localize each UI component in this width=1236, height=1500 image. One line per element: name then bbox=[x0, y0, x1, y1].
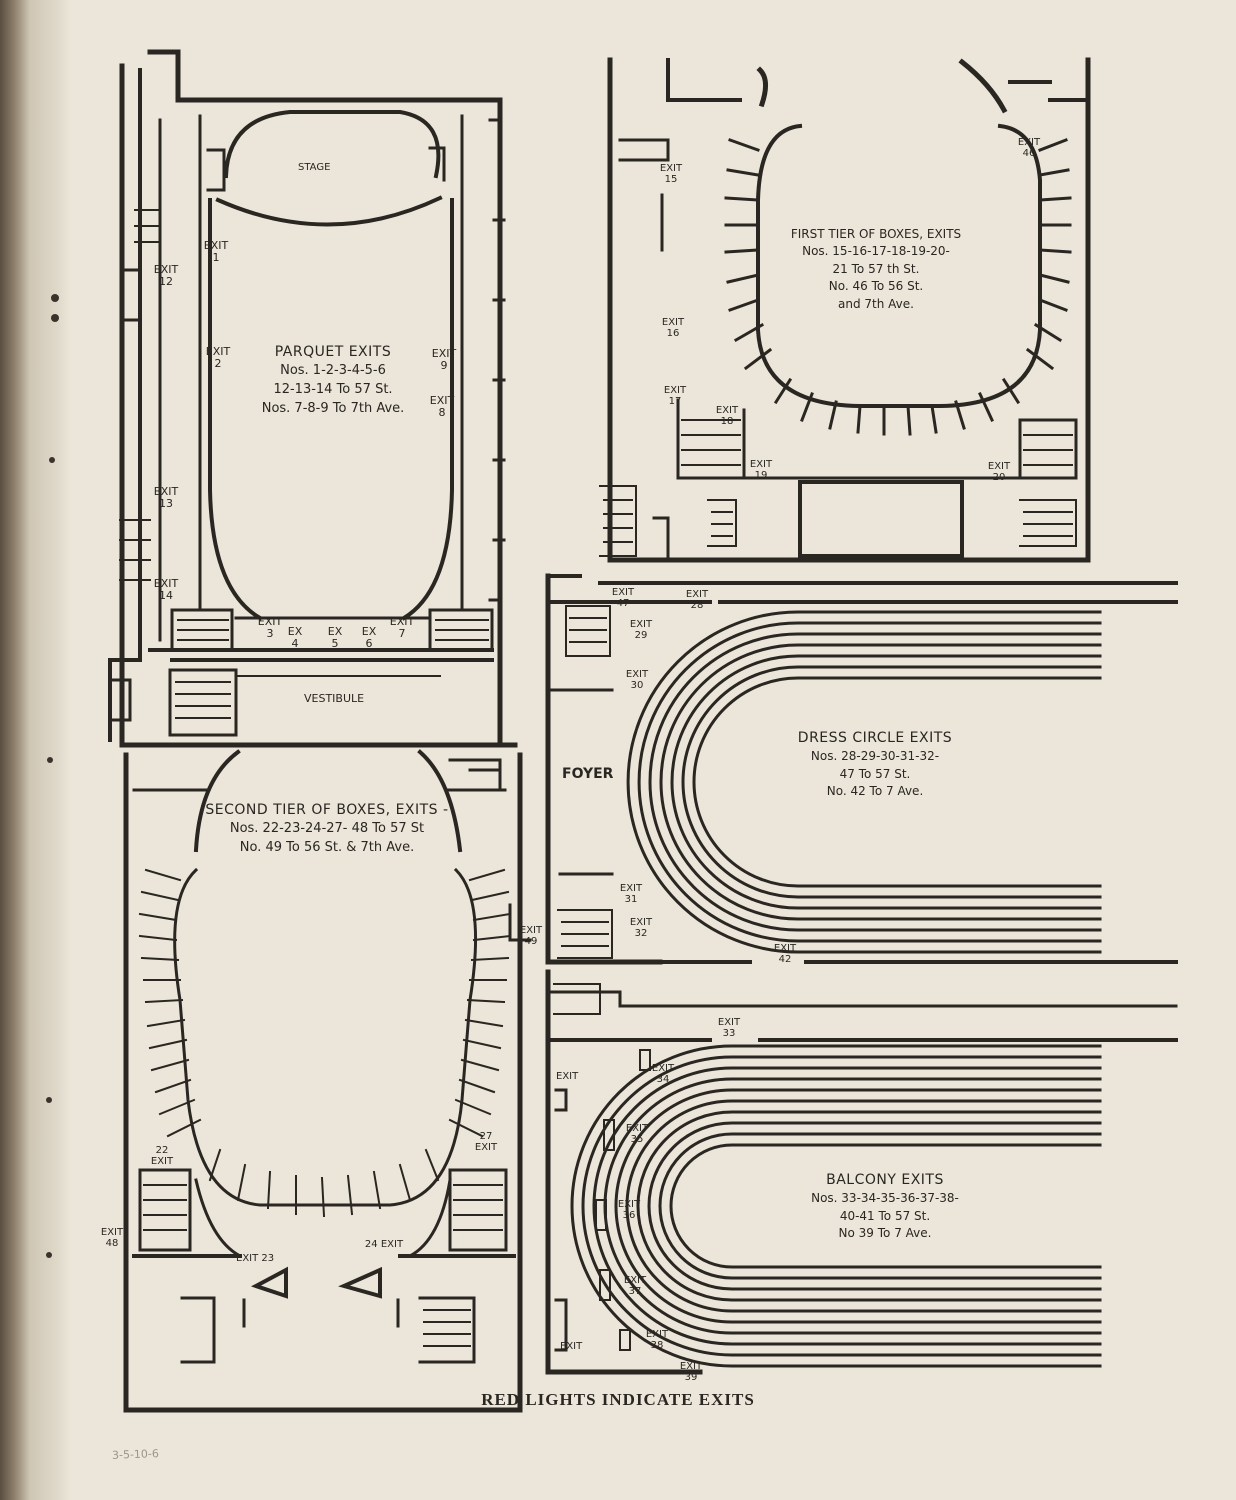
dress-circle-line-3: No. 42 To 7 Ave. bbox=[826, 784, 924, 799]
balcony-line-3: No 39 To 7 Ave. bbox=[838, 1226, 932, 1241]
seat-row bbox=[670, 654, 1102, 910]
exit-18: EXIT 18 bbox=[715, 405, 739, 427]
exit-2: EXIT 2 bbox=[205, 345, 231, 370]
seat-row bbox=[636, 1110, 1102, 1302]
first-tier-line-2: 21 To 57 th St. bbox=[832, 261, 920, 276]
seat-row bbox=[626, 610, 1102, 954]
seat-row bbox=[658, 1132, 1102, 1280]
first-tier-plan bbox=[599, 57, 1091, 563]
first-tier-line-3: No. 46 To 56 St. bbox=[828, 279, 924, 294]
exit-39: EXIT 39 bbox=[679, 1361, 703, 1383]
exit-28: EXIT 28 bbox=[685, 589, 709, 611]
exit-22: 22 EXIT bbox=[150, 1145, 174, 1167]
exit-47: EXIT 47 bbox=[611, 587, 635, 609]
parquet-exits-title: PARQUET EXITS bbox=[274, 344, 392, 360]
exit-46: EXIT 46 bbox=[1017, 137, 1041, 159]
second-tier-title: SECOND TIER OF BOXES, EXITS - bbox=[205, 802, 449, 818]
exit-16: EXIT 16 bbox=[661, 317, 685, 339]
dress-circle-line-2: 47 To 57 St. bbox=[839, 766, 911, 781]
second-tier-plan bbox=[123, 749, 532, 1413]
seat-row bbox=[659, 643, 1102, 921]
second-tier-line-1: Nos. 22-23-24-27- 48 To 57 St bbox=[229, 821, 425, 837]
dress-circle-seat-rows bbox=[626, 610, 1102, 954]
exit-48: EXIT 48 bbox=[100, 1227, 124, 1249]
seat-row bbox=[625, 1099, 1102, 1313]
parquet-line-1: Nos. 1-2-3-4-5-6 bbox=[280, 363, 386, 379]
exit-19: EXIT 19 bbox=[749, 459, 773, 481]
balcony-line-2: 40-41 To 57 St. bbox=[839, 1208, 931, 1223]
seat-row bbox=[603, 1077, 1102, 1335]
exit-3: EXIT 3 bbox=[257, 615, 283, 640]
footer-caption: RED LIGHTS INDICATE EXITS bbox=[481, 1390, 755, 1409]
exit-13: EXIT 13 bbox=[153, 485, 179, 510]
exit-7: EXIT 7 bbox=[389, 615, 415, 640]
exit-20: EXIT 20 bbox=[987, 461, 1011, 483]
exit-12: EXIT 12 bbox=[153, 263, 179, 288]
first-tier-line-4: and 7th Ave. bbox=[838, 296, 914, 311]
exit-38: EXIT 38 bbox=[645, 1329, 669, 1351]
parquet-line-3: Nos. 7-8-9 To 7th Ave. bbox=[261, 400, 405, 416]
dress-circle-title: DRESS CIRCLE EXITS bbox=[797, 730, 953, 746]
exit-35: EXIT 35 bbox=[625, 1123, 649, 1145]
exit-4: EX 4 bbox=[287, 625, 303, 650]
exit-42: EXIT 42 bbox=[773, 943, 797, 965]
dress-circle-plan bbox=[545, 573, 1178, 965]
foyer-label: FOYER bbox=[562, 766, 614, 782]
exit-balcony-left-upper: EXIT bbox=[556, 1071, 579, 1082]
seat-row bbox=[692, 676, 1102, 888]
exit-49: EXIT 49 bbox=[519, 925, 543, 947]
seat-row bbox=[570, 1044, 1102, 1368]
stage-label: STAGE bbox=[298, 162, 331, 173]
seat-row bbox=[681, 665, 1102, 899]
seat-row bbox=[637, 621, 1102, 943]
exit-37: EXIT 37 bbox=[623, 1275, 647, 1297]
seat-row bbox=[648, 632, 1102, 932]
exit-15: EXIT 15 bbox=[659, 163, 683, 185]
exit-17: EXIT 17 bbox=[663, 385, 687, 407]
exit-1: EXIT 1 bbox=[203, 239, 229, 264]
exit-8: EXIT 8 bbox=[429, 394, 455, 419]
balcony-title-block: BALCONY EXITS Nos. 33-34-35-36-37-38- 40… bbox=[790, 1170, 980, 1242]
dress-circle-title-block: DRESS CIRCLE EXITS Nos. 28-29-30-31-32- … bbox=[780, 728, 970, 800]
exit-balcony-left-lower: EXIT bbox=[560, 1341, 583, 1352]
parquet-plan bbox=[108, 49, 518, 748]
first-tier-line-1: Nos. 15-16-17-18-19-20- bbox=[802, 244, 950, 259]
exit-34: EXIT 34 bbox=[651, 1063, 675, 1085]
seat-row bbox=[647, 1121, 1102, 1291]
first-tier-title: FIRST TIER OF BOXES, EXITS bbox=[790, 227, 962, 241]
exit-24: 24 EXIT bbox=[364, 1239, 404, 1250]
parquet-exits-title-block: PARQUET EXITS Nos. 1-2-3-4-5-6 12-13-14 … bbox=[228, 342, 438, 419]
binding-holes bbox=[46, 294, 59, 1258]
exit-31: EXIT 31 bbox=[619, 883, 643, 905]
seat-row bbox=[592, 1066, 1102, 1346]
vestibule-label: VESTIBULE bbox=[304, 692, 365, 705]
first-tier-title-block: FIRST TIER OF BOXES, EXITS Nos. 15-16-17… bbox=[786, 226, 966, 313]
exit-14: EXIT 14 bbox=[153, 577, 179, 602]
exit-9: EXIT 9 bbox=[431, 347, 457, 372]
second-tier-line-2: No. 49 To 56 St. & 7th Ave. bbox=[239, 840, 415, 856]
exit-27: 27 EXIT bbox=[474, 1131, 498, 1153]
dress-circle-line-1: Nos. 28-29-30-31-32- bbox=[810, 749, 940, 764]
second-tier-title-block: SECOND TIER OF BOXES, EXITS - Nos. 22-23… bbox=[192, 800, 462, 858]
exit-32: EXIT 32 bbox=[629, 917, 653, 939]
balcony-title: BALCONY EXITS bbox=[826, 1172, 944, 1188]
exit-33: EXIT 33 bbox=[717, 1017, 741, 1039]
seat-row bbox=[669, 1143, 1102, 1269]
exit-23: EXIT 23 bbox=[236, 1253, 275, 1264]
exit-36: EXIT 36 bbox=[617, 1199, 641, 1221]
balcony-line-1: Nos. 33-34-35-36-37-38- bbox=[811, 1191, 959, 1206]
exit-30: EXIT 30 bbox=[625, 669, 649, 691]
exit-6: EX 6 bbox=[361, 625, 377, 650]
seat-row bbox=[614, 1088, 1102, 1324]
exit-29: EXIT 29 bbox=[629, 619, 653, 641]
balcony-seat-rows bbox=[570, 1044, 1102, 1368]
exit-5: EX 5 bbox=[327, 625, 343, 650]
balcony-plan bbox=[545, 969, 1178, 1375]
binding-spine bbox=[0, 0, 70, 1500]
seat-row bbox=[581, 1055, 1102, 1357]
pencil-annotation: 3-5-10-6 bbox=[111, 1447, 160, 1462]
parquet-line-2: 12-13-14 To 57 St. bbox=[273, 382, 393, 398]
